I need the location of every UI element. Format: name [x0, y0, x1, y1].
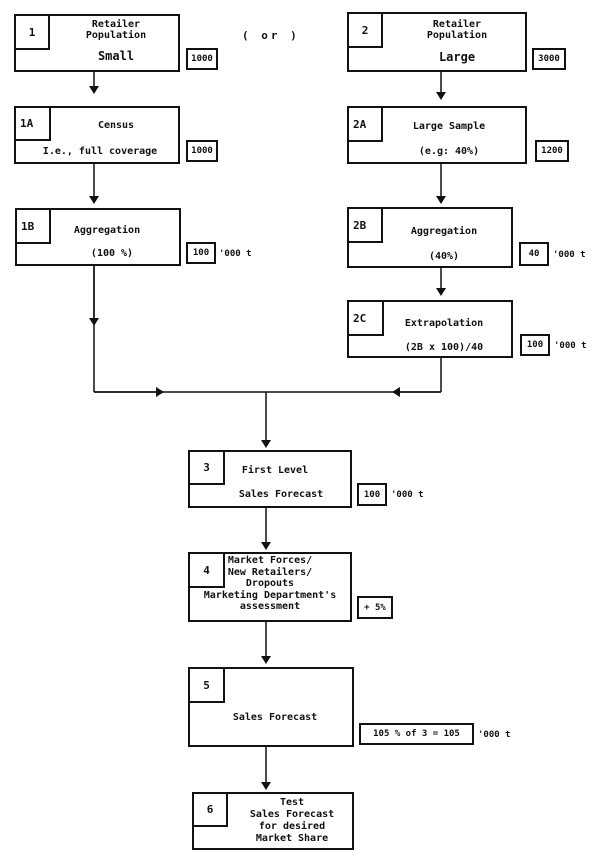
- node-title: Extrapolation: [404, 318, 484, 329]
- node-id: 3: [188, 450, 225, 485]
- node-2b-aggregation: 2B Aggregation (40%): [347, 207, 513, 268]
- node-5-sales-forecast: 5 Sales Forecast: [188, 667, 354, 747]
- node-subtitle: I.e., full coverage: [42, 146, 158, 157]
- node-subtitle: Small: [97, 49, 135, 63]
- value-box-5: 105 % of 3 = 105: [359, 723, 474, 745]
- node-1-retailer-population-small: 1 Retailer Population Small: [14, 14, 180, 72]
- node-title: Large Sample: [412, 121, 486, 132]
- value-box-1a: 1000: [186, 140, 218, 162]
- node-4-market-forces: 4 Market Forces/ New Retailers/ Dropouts…: [188, 552, 352, 622]
- node-text: Market Forces/ New Retailers/ Dropouts M…: [203, 555, 337, 612]
- node-id: 2: [347, 12, 383, 48]
- value-box-2a: 1200: [535, 140, 569, 162]
- node-id: 2B: [347, 207, 383, 243]
- node-title: Aggregation: [410, 226, 478, 237]
- node-title-line1: Retailer: [91, 19, 141, 30]
- node-subtitle: Large: [438, 50, 476, 64]
- node-title: Aggregation: [73, 225, 141, 236]
- unit-label-2c: '000 t: [554, 341, 587, 351]
- node-title: First Level: [241, 465, 309, 476]
- value-box-2c: 100: [520, 334, 550, 356]
- node-id: 1A: [14, 106, 51, 141]
- unit-label-3: '000 t: [391, 490, 424, 500]
- node-id: 1: [14, 14, 50, 50]
- node-title-line2: Population: [426, 30, 488, 41]
- node-id: 2A: [347, 106, 383, 142]
- node-3-first-level-sales-forecast: 3 First Level Sales Forecast: [188, 450, 352, 508]
- node-subtitle: (2B x 100)/40: [404, 342, 484, 353]
- node-id: 6: [192, 792, 228, 827]
- or-label: ( or ): [242, 29, 300, 42]
- node-title: Census: [97, 120, 135, 131]
- node-subtitle: (40%): [428, 251, 460, 262]
- node-title-line1: Retailer: [432, 19, 482, 30]
- node-1a-census: 1A Census I.e., full coverage: [14, 106, 180, 164]
- node-subtitle: (100 %): [90, 248, 134, 259]
- unit-label-2b: '000 t: [553, 250, 586, 260]
- node-text: Test Sales Forecast for desired Market S…: [249, 797, 335, 844]
- node-6-test-sales-forecast: 6 Test Sales Forecast for desired Market…: [192, 792, 354, 850]
- value-box-2: 3000: [532, 48, 566, 70]
- node-title: Sales Forecast: [232, 712, 318, 723]
- node-2-retailer-population-large: 2 Retailer Population Large: [347, 12, 527, 72]
- node-id: 5: [188, 667, 225, 703]
- value-box-1: 1000: [186, 48, 218, 70]
- value-box-4: + 5%: [357, 596, 393, 619]
- node-2a-large-sample: 2A Large Sample (e.g: 40%): [347, 106, 527, 164]
- unit-label-5: '000 t: [478, 730, 511, 740]
- value-box-1b: 100: [186, 242, 216, 264]
- value-box-2b: 40: [519, 242, 549, 266]
- node-subtitle: Sales Forecast: [238, 489, 324, 500]
- node-id: 4: [188, 552, 225, 588]
- node-2c-extrapolation: 2C Extrapolation (2B x 100)/40: [347, 300, 513, 358]
- node-subtitle: (e.g: 40%): [418, 146, 480, 157]
- node-1b-aggregation: 1B Aggregation (100 %): [15, 208, 181, 266]
- value-box-3: 100: [357, 483, 387, 506]
- node-title-line2: Population: [85, 30, 147, 41]
- unit-label-1b: '000 t: [219, 249, 252, 259]
- node-id: 1B: [15, 208, 51, 244]
- node-id: 2C: [347, 300, 384, 336]
